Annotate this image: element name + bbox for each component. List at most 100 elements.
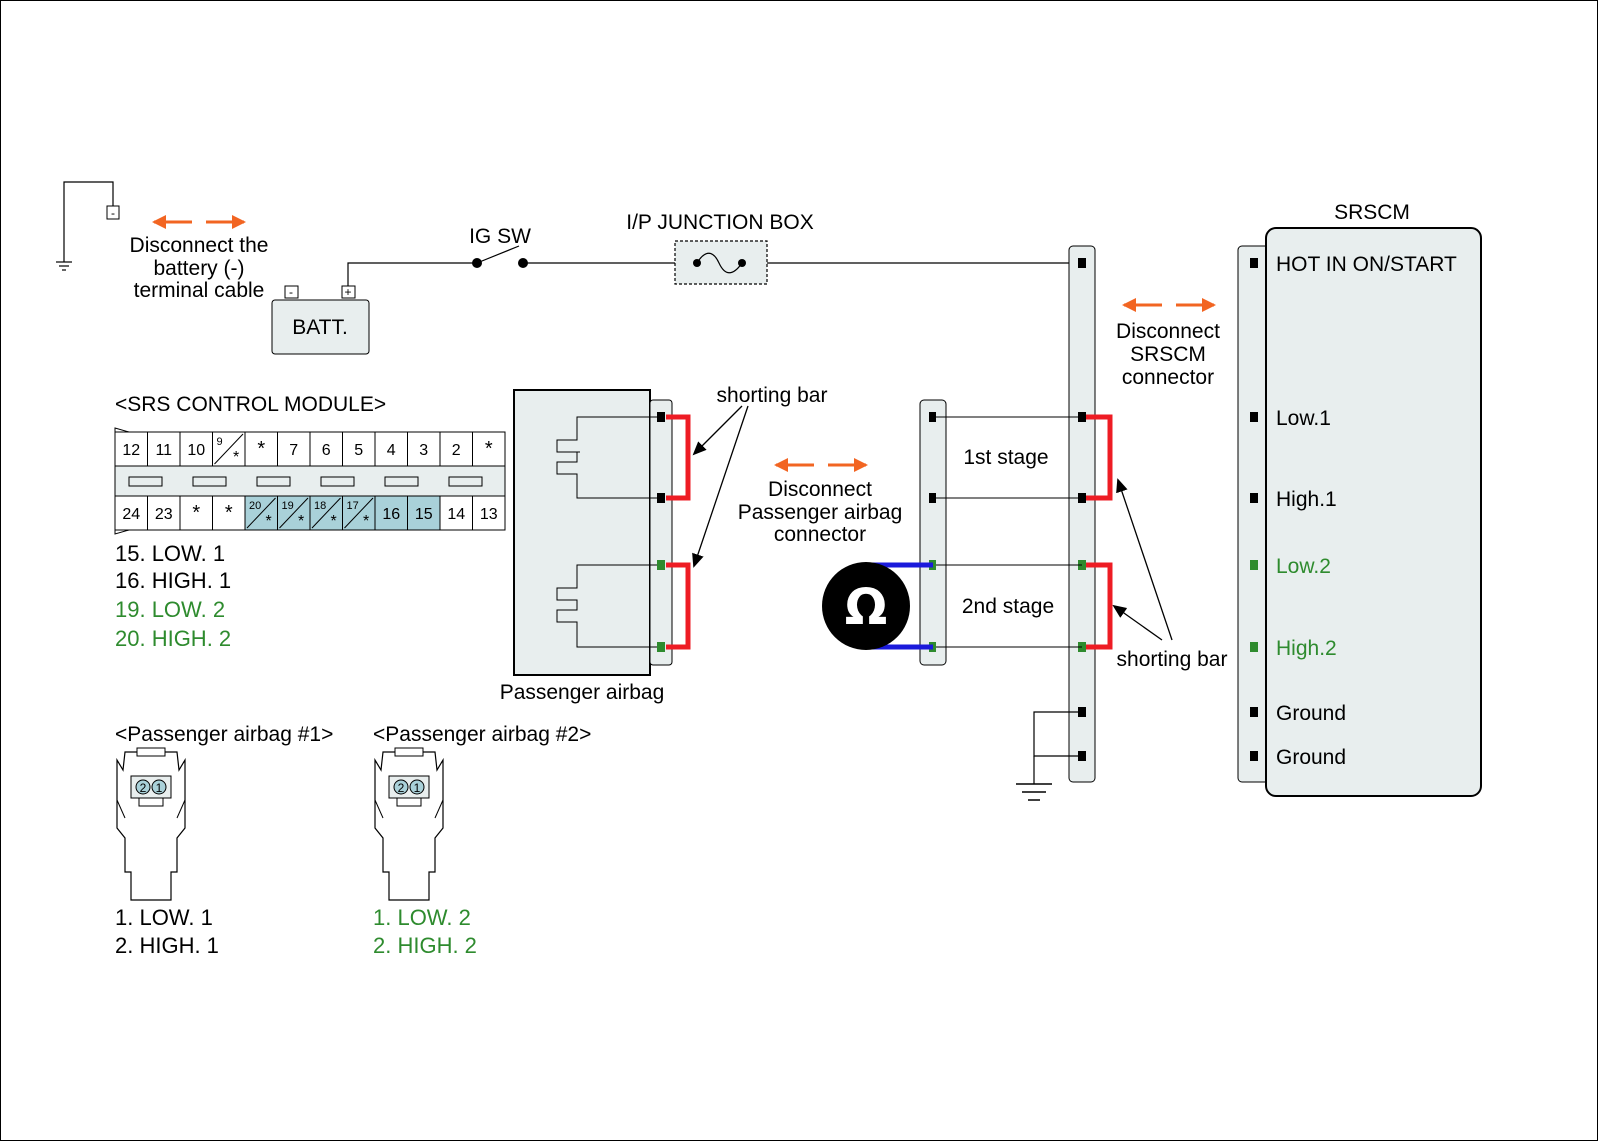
harness-connector[interactable] [1068,245,1096,783]
srs-cell [147,431,181,467]
srscm-pin-label: Ground [1276,746,1346,769]
harness-pin-marker [1078,258,1086,268]
srs-cell-number: 3 [419,442,428,459]
ig-switch[interactable] [472,245,528,268]
airbag-pin-cavity [151,779,167,795]
srs-cell-number: 18 [314,500,326,512]
srscm-disconnect-arrows [1122,298,1216,312]
svg-text:-: - [111,206,115,220]
srs-cell-number: 20 [249,500,261,512]
airbag-connector[interactable] [649,399,673,666]
srs-cell [472,431,506,467]
supply-wire [347,262,1082,286]
srs-cell-number: 7 [289,442,298,459]
srs-cell [407,495,441,531]
srs-connector-slot [256,476,291,487]
srscm-title: SRSCM [1334,201,1410,224]
srscm-pin-label: Ground [1276,702,1346,725]
srscm-pin-label: HOT IN ON/START [1276,253,1457,276]
battery-terminal-minus-cable[interactable]: - [106,205,120,220]
srscm-disconnect-line-3: connector [1122,366,1214,389]
srs-connector-slot [384,476,419,487]
srscm-disconnect-line-1: Disconnect [1116,320,1220,343]
ig-sw-label: IG SW [469,225,531,248]
srscm-pin-marker [1250,412,1258,422]
srs-cell-number: 24 [122,506,140,523]
battery: - + BATT. [271,285,370,355]
ip-junction-box [674,240,768,285]
srs-cell-number: 11 [155,442,172,459]
srs-cell-star: * [363,513,369,530]
srscm-module [1265,227,1482,797]
stage-wires [933,416,1082,648]
srs-cell-number: 2 [452,442,461,459]
srscm-pin-label: High.2 [1276,637,1337,660]
test-connector[interactable] [919,399,947,666]
srs-cell-number: * [225,502,233,524]
srs-pin-list-item: 15. LOW. 1 [115,541,225,566]
srs-pin-list: 15. LOW. 116. HIGH. 119. LOW. 220. HIGH.… [115,541,231,651]
srs-cell-number: 10 [187,442,205,459]
srs-cell-number: * [192,502,200,524]
battery-disconnect-line-3: terminal cable [134,279,265,302]
airbag-pin-number: 1 [414,781,421,795]
shorting-bar-label-right: shorting bar [1117,648,1228,671]
srs-cell-number: 9 [217,436,223,448]
airbag-connector-pin: 2. HIGH. 2 [373,933,477,958]
srs-pin-list-item: 20. HIGH. 2 [115,626,231,651]
battery-label: BATT. [292,316,348,339]
ohmmeter[interactable]: Ω [822,562,933,650]
airbag-pin-cavity [409,779,425,795]
srscm-pin-label: Low.2 [1276,555,1331,578]
harness-shorting-bar-1 [1086,414,1113,501]
srs-cell-number: 14 [447,506,465,523]
svg-text:+: + [344,285,351,299]
srs-cell [147,495,181,531]
ground-wire [56,181,114,271]
srs-cell [244,431,278,467]
srs-cell-number: 15 [415,506,433,523]
airbag-pin-number: 1 [156,781,163,795]
airbag-connector-pin: 2. HIGH. 1 [115,933,219,958]
harness-shorting-arrows [1112,478,1173,641]
srs-connector-slot [128,476,163,487]
srs-cell-number: 19 [282,500,294,512]
srs-cell-number: * [257,438,265,460]
srs-cell-number: 23 [155,506,173,523]
srscm-pin-marker [1250,258,1258,268]
junction-box-label: I/P JUNCTION BOX [626,211,813,234]
srs-cell-star: * [266,513,272,530]
harness-shorting-bar-2 [1086,562,1113,650]
srscm-pin-label: High.1 [1276,488,1337,511]
airbag-connector-pin: 1. LOW. 1 [115,905,213,930]
airbag-pin-number: 2 [398,781,405,795]
srs-cell-number: 13 [480,506,498,523]
srscm-pin-marker [1250,560,1258,570]
srs-cell-number: 4 [387,442,396,459]
srs-cell [179,495,213,531]
srs-cell-number: 12 [122,442,140,459]
shorting-bar-label-left: shorting bar [717,384,828,407]
first-stage-label: 1st stage [963,446,1048,469]
srs-cell [179,431,213,467]
airbag-disconnect-line-2: Passenger airbag [738,501,903,524]
srs-cell [277,431,311,467]
srscm-disconnect-line-2: SRSCM [1130,343,1206,366]
srs-cell-number: * [485,438,493,460]
svg-text:-: - [289,285,293,299]
srs-connector-slot [320,476,355,487]
battery-disconnect-arrows [152,215,246,229]
srs-cell-number: 17 [347,500,359,512]
airbag-connector-pin: 1. LOW. 2 [373,905,471,930]
srscm-pin-marker [1250,751,1258,761]
srs-connector-slot [448,476,483,487]
srs-pin-list-item: 19. LOW. 2 [115,597,225,622]
srs-cell [114,431,148,467]
